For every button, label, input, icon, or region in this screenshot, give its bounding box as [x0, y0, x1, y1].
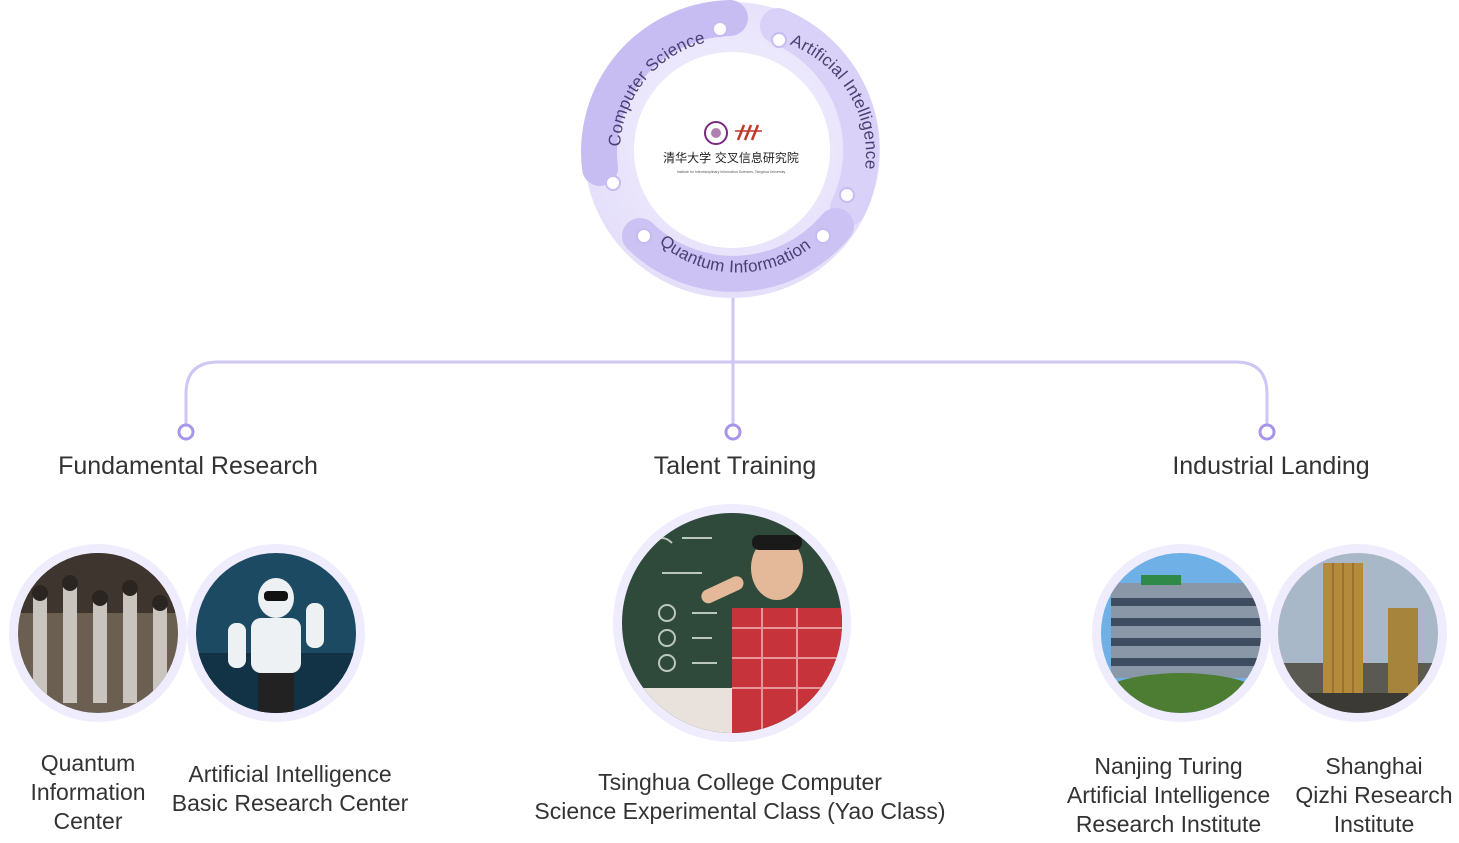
ring-segment-artificial-intelligence [760, 8, 880, 226]
lecturer-chalkboard-photo [622, 513, 842, 733]
caption-line: Quantum [40, 750, 136, 776]
connector-branch-right [733, 360, 1269, 424]
ring-segment-computer-science [581, 0, 748, 186]
quantum-lab-photo [18, 553, 178, 713]
branch-title-fundamental-research: Fundamental Research [58, 452, 318, 480]
ring-dot [771, 32, 787, 48]
caption-line: Research Institute [1075, 811, 1262, 837]
branch-title-talent-training: Talent Training [653, 452, 817, 480]
caption-line: Shanghai [1325, 753, 1423, 779]
ring-dot [605, 175, 621, 191]
caption-ai-basic-research-center: Artificial Intelligence Basic Research C… [160, 760, 420, 818]
caption-line: Center [53, 808, 123, 834]
branch-node-industrial [1258, 423, 1276, 441]
ring-dot [712, 21, 728, 37]
caption-shanghai-qizhi-institute: Shanghai Qizhi Research Institute [1290, 752, 1458, 839]
logo-name-en: Institute for Interdisciplinary Informat… [677, 170, 786, 174]
caption-line: Qizhi Research [1295, 782, 1453, 808]
caption-line: Information [30, 779, 146, 805]
iiis-mark-icon [735, 124, 762, 141]
university-seal-icon [704, 121, 728, 145]
connector-branch-left [184, 360, 733, 424]
ring-dot [839, 187, 855, 203]
ring-inner-disc [634, 52, 830, 248]
institute-logo: 清华大学 交叉信息研究院 Institute for Interdiscipli… [663, 121, 799, 174]
logo-name-cn: 清华大学 交叉信息研究院 [663, 150, 799, 165]
caption-line: Artificial Intelligence [188, 761, 392, 787]
caption-line: Basic Research Center [171, 790, 409, 816]
caption-quantum-information-center: Quantum Information Center [8, 749, 168, 836]
caption-line: Artificial Intelligence [1066, 782, 1271, 808]
ring-segment-quantum-information [622, 208, 854, 292]
caption-line: Institute [1333, 811, 1415, 837]
branch-title-industrial-landing: Industrial Landing [1172, 452, 1370, 480]
branch-node-fundamental [177, 423, 195, 441]
caption-line: Nanjing Turing [1094, 753, 1243, 779]
skyscraper-photo [1278, 553, 1438, 713]
ring-dot [815, 228, 831, 244]
caption-yao-class: Tsinghua College Computer Science Experi… [520, 768, 960, 826]
caption-nanjing-turing-institute: Nanjing Turing Artificial Intelligence R… [1046, 752, 1291, 839]
caption-line: Tsinghua College Computer [598, 769, 882, 795]
caption-line: Science Experimental Class (Yao Class) [534, 798, 946, 824]
ring-dot [636, 228, 652, 244]
office-building-photo [1101, 553, 1261, 713]
branch-node-talent [724, 423, 742, 441]
humanoid-robot-photo [196, 553, 356, 713]
